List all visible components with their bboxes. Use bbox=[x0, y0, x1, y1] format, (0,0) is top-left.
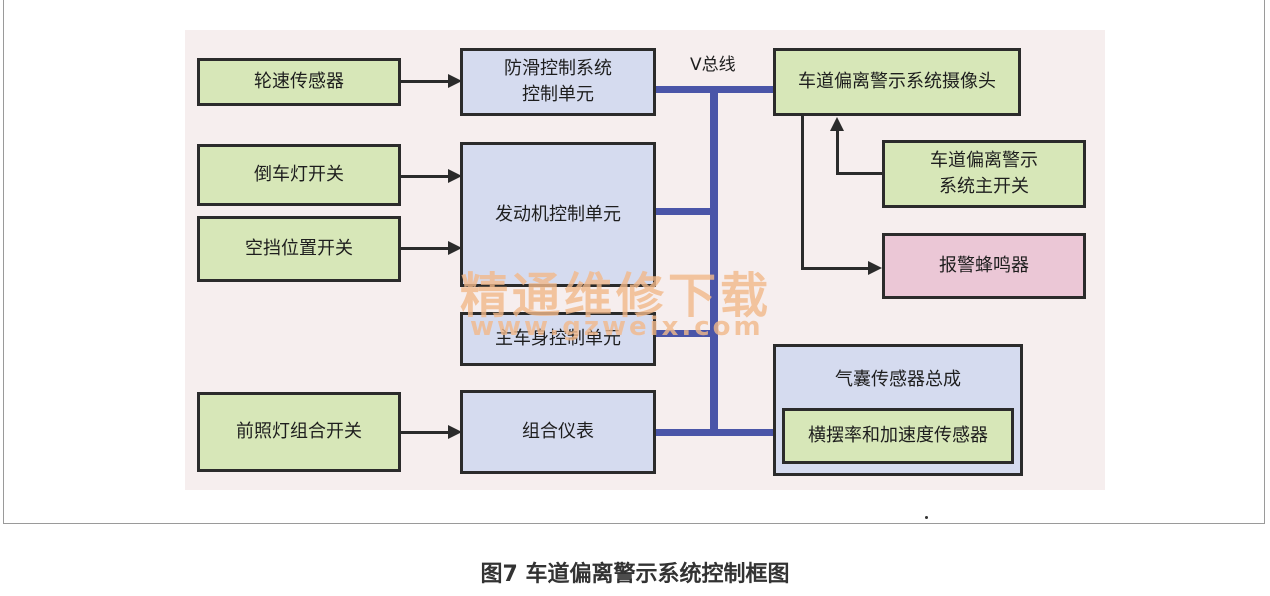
alarm-buzzer-label: 报警蜂鸣器 bbox=[939, 255, 1029, 276]
neutral-switch-box: 空挡位置开关 bbox=[197, 216, 401, 282]
arrow-head bbox=[448, 241, 462, 255]
ldw-switch-line2: 系统主开关 bbox=[939, 176, 1029, 197]
neutral-switch-label: 空挡位置开关 bbox=[245, 238, 353, 259]
v-bus-to-body bbox=[655, 330, 715, 337]
ldw-switch-line1: 车道偏离警示 bbox=[930, 150, 1038, 171]
line-switch-up bbox=[836, 128, 839, 175]
arrow-neutral-to-engine bbox=[400, 247, 452, 250]
airbag-sensor-label: 气囊传感器总成 bbox=[835, 369, 961, 390]
ldw-camera-box: 车道偏离警示系统摄像头 bbox=[773, 48, 1021, 116]
arrow-head bbox=[448, 169, 462, 183]
instrument-cluster-label: 组合仪表 bbox=[522, 421, 594, 442]
engine-control-unit-box: 发动机控制单元 bbox=[460, 142, 656, 287]
headlight-switch-box: 前照灯组合开关 bbox=[197, 392, 401, 472]
abs-control-line2: 控制单元 bbox=[522, 84, 594, 105]
headlight-switch-label: 前照灯组合开关 bbox=[236, 421, 362, 442]
reverse-light-switch-box: 倒车灯开关 bbox=[197, 144, 401, 206]
arrow-head bbox=[448, 425, 462, 439]
ldw-camera-label: 车道偏离警示系统摄像头 bbox=[798, 71, 996, 92]
v-bus-to-abs bbox=[655, 86, 775, 93]
abs-control-unit-box: 防滑控制系统 控制单元 bbox=[460, 48, 656, 116]
ldw-main-switch-box: 车道偏离警示 系统主开关 bbox=[882, 140, 1086, 208]
arrow-head bbox=[448, 74, 462, 88]
abs-control-line1: 防滑控制系统 bbox=[504, 58, 612, 79]
engine-control-label: 发动机控制单元 bbox=[495, 203, 621, 225]
line-switch-left bbox=[836, 172, 884, 175]
figure-caption: 图7 车道偏离警示系统控制框图 bbox=[480, 562, 790, 587]
arrow-head-up bbox=[830, 117, 844, 131]
arrow-headlight-to-cluster bbox=[400, 431, 452, 434]
wheel-speed-sensor-box: 轮速传感器 bbox=[197, 58, 401, 106]
v-bus-vertical bbox=[710, 86, 718, 436]
line-camera-down bbox=[801, 116, 804, 270]
speck bbox=[925, 516, 928, 519]
yaw-rate-sensor-label: 横摆率和加速度传感器 bbox=[808, 425, 988, 446]
body-control-label: 主车身控制单元 bbox=[495, 328, 621, 349]
arrow-head bbox=[868, 261, 882, 275]
v-bus-to-engine bbox=[655, 208, 715, 215]
instrument-cluster-box: 组合仪表 bbox=[460, 390, 656, 474]
wheel-speed-sensor-label: 轮速传感器 bbox=[254, 71, 344, 92]
v-bus-label: V总线 bbox=[690, 55, 736, 75]
yaw-rate-sensor-box: 横摆率和加速度传感器 bbox=[782, 408, 1014, 464]
arrow-wheel-to-abs bbox=[400, 80, 452, 83]
alarm-buzzer-box: 报警蜂鸣器 bbox=[882, 233, 1086, 299]
arrow-reverse-to-engine bbox=[400, 175, 452, 178]
body-control-unit-box: 主车身控制单元 bbox=[460, 312, 656, 366]
v-bus-to-cluster bbox=[655, 429, 775, 436]
reverse-light-switch-label: 倒车灯开关 bbox=[254, 164, 344, 185]
line-to-buzzer bbox=[801, 267, 871, 270]
